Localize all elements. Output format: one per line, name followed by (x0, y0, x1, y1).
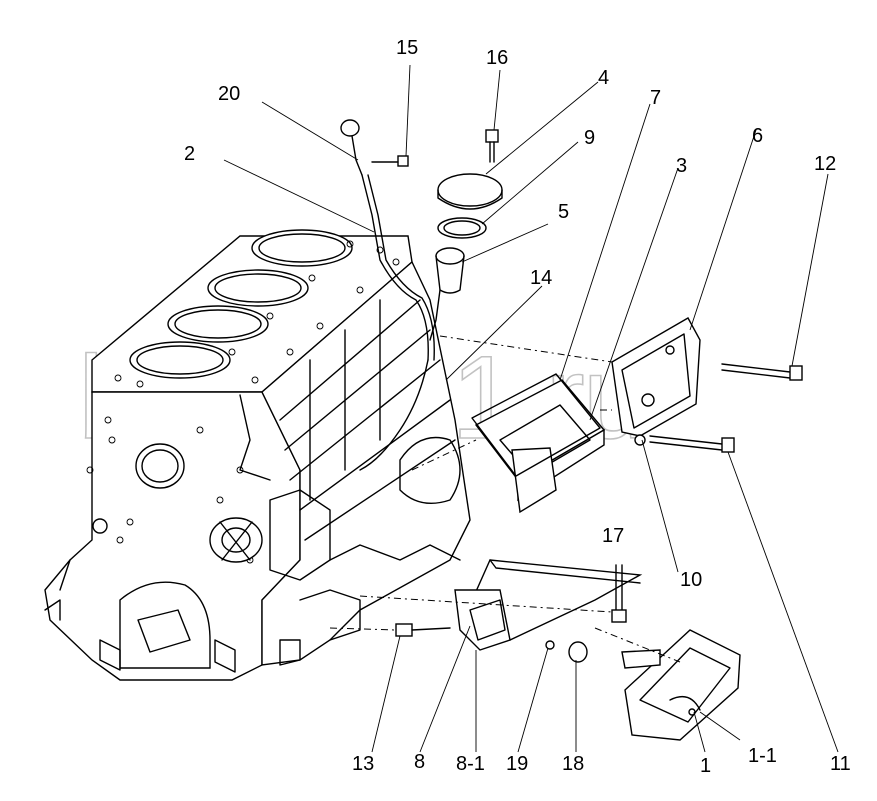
assembly-lines (329, 335, 681, 663)
side-cover-3 (474, 379, 606, 514)
callout-1: 1 (700, 755, 711, 777)
bolt-13 (395, 623, 451, 637)
callout-19: 19 (506, 753, 528, 775)
callout-labels: 15 16 20 4 7 9 2 3 6 12 5 14 17 10 13 8 … (184, 37, 851, 777)
breather-tube-5 (429, 247, 465, 341)
callout-3: 3 (676, 155, 687, 177)
callout-15: 15 (396, 37, 418, 59)
strainer-1 (621, 629, 741, 741)
bolt-16 (485, 129, 499, 163)
callout-9: 9 (584, 127, 595, 149)
callout-11: 11 (830, 753, 851, 775)
callout-2: 2 (184, 143, 195, 165)
engine-block (44, 229, 471, 681)
cylinder-bore-4 (251, 229, 353, 267)
cylinder-bore-3 (207, 269, 309, 307)
callout-10: 10 (680, 569, 702, 591)
callout-17: 17 (602, 525, 624, 547)
callout-18: 18 (562, 753, 584, 775)
cover-6 (611, 317, 701, 437)
callout-1-1: 1-1 (748, 745, 777, 767)
callout-5: 5 (558, 201, 569, 223)
plate-8 (454, 559, 643, 651)
callout-16: 16 (486, 47, 508, 69)
callout-12: 12 (814, 153, 836, 175)
filler-cap-4 (437, 173, 503, 210)
callout-7: 7 (650, 87, 661, 109)
cylinder-bore-1 (129, 341, 231, 379)
gasket-9 (437, 217, 487, 239)
nut-18 (568, 641, 588, 663)
crank-bearing-opening (119, 581, 211, 669)
callout-14: 14 (530, 267, 552, 289)
callout-6: 6 (752, 125, 763, 147)
callout-8: 8 (414, 751, 425, 773)
washer-19 (545, 640, 555, 650)
washer-10 (634, 434, 646, 446)
bolt-12 (721, 363, 803, 381)
bolt-11 (649, 435, 735, 453)
callout-8-1: 8-1 (456, 753, 485, 775)
front-plug (135, 443, 185, 489)
callout-13: 13 (352, 753, 374, 775)
callout-20: 20 (218, 83, 240, 105)
callout-4: 4 (598, 67, 609, 89)
cylinder-bore-2 (167, 305, 269, 343)
bolt-15 (371, 155, 409, 167)
leader-lines (223, 64, 839, 753)
gasket-7 (471, 373, 601, 477)
oil-dipstick (340, 119, 435, 471)
